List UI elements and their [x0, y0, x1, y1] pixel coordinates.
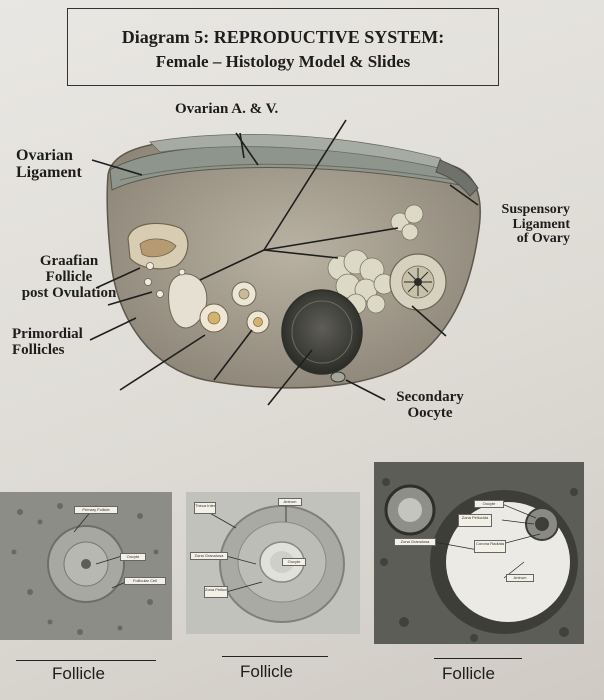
- leader-lines: [89, 119, 479, 406]
- mature-follicle: [389, 253, 447, 311]
- corpus-luteum-cluster: [327, 204, 424, 315]
- secondary-oocyte-shape: [281, 289, 363, 383]
- label-line: Ligament: [512, 216, 570, 232]
- follicle-label-1: Follicle: [52, 664, 105, 683]
- label-line: Ovarian: [16, 147, 73, 164]
- answer-blank-2[interactable]: [222, 656, 328, 657]
- label-ovarian-ligament: Ovarian Ligament: [16, 147, 82, 182]
- slide2-tag-1: Theca Interna: [194, 502, 216, 514]
- ovary-body: [106, 133, 481, 389]
- follicle-label-2: Follicle: [240, 662, 293, 681]
- slide3-tag-5: Antrum: [506, 574, 534, 582]
- slide-secondary-follicle: Theca Interna Antrum Zona Granulosa Oocy…: [186, 492, 360, 634]
- label-line: Suspensory: [501, 202, 570, 217]
- slide3-tag-2: Zona Pellucida: [458, 514, 492, 527]
- corpus-structure: [127, 222, 189, 270]
- primordial-follicle-circles: [144, 262, 186, 298]
- title-line-2: Female – Histology Model & Slides: [155, 52, 411, 71]
- label-line: post Ovulation: [21, 284, 117, 301]
- slide-tertiary-follicle: Oocyte Zona Pellucida Zona Granulosa Cor…: [374, 462, 584, 644]
- label-ovarian-av: Ovarian A. & V.: [175, 101, 279, 117]
- answer-blank-3[interactable]: [434, 658, 522, 659]
- slide1-tag-3: Follicular Cell: [124, 577, 166, 585]
- label-line: Follicles: [12, 341, 65, 358]
- label-suspensory-ligament: Suspensory Ligament of Ovary: [480, 202, 570, 247]
- slide3-tag-1: Oocyte: [474, 500, 504, 508]
- slide1-tag-2: Oocyte: [120, 553, 146, 561]
- label-graafian-follicle: Graafian Follicle post Ovulation: [8, 253, 130, 301]
- slide2-tag-3: Zona Granulosa: [190, 552, 228, 560]
- slide3-tag-4: Corona Radiata: [474, 540, 506, 553]
- title-line-1: Diagram 5: REPRODUCTIVE SYSTEM:: [121, 27, 445, 47]
- suspensory-ligament-shape: [435, 159, 479, 197]
- label-line: Ligament: [16, 163, 82, 181]
- label-line: of Ovary: [516, 231, 570, 247]
- ovary-model-illustration: [89, 119, 481, 406]
- label-line: Graafian: [39, 253, 99, 269]
- label-line: Primordial: [12, 326, 83, 342]
- growing-follicles: [199, 281, 270, 334]
- label-line: Secondary: [396, 389, 464, 405]
- follicle-label-3: Follicle: [442, 664, 495, 683]
- label-line: Oocyte: [407, 404, 453, 421]
- slide2-tag-4: Oocyte: [282, 558, 306, 566]
- slide3-tag-3: Zona Granulosa: [394, 538, 436, 546]
- title-box: Diagram 5: REPRODUCTIVE SYSTEM: Female –…: [67, 8, 499, 86]
- answer-blank-1[interactable]: [16, 660, 156, 661]
- micrograph-3: [374, 462, 584, 644]
- label-primordial-follicles: Primordial Follicles: [12, 326, 83, 359]
- label-line: Follicle: [45, 268, 93, 285]
- slide2-tag-2: Antrum: [278, 498, 302, 506]
- label-secondary-oocyte: Secondary Oocyte: [390, 389, 470, 422]
- slide-primary-follicle: Primary Follicle Oocyte Follicular Cell: [0, 492, 172, 640]
- micrograph-1: [0, 492, 172, 640]
- slide1-tag-1: Primary Follicle: [74, 506, 118, 514]
- slide2-tag-5: Zona Pellucida: [204, 586, 228, 598]
